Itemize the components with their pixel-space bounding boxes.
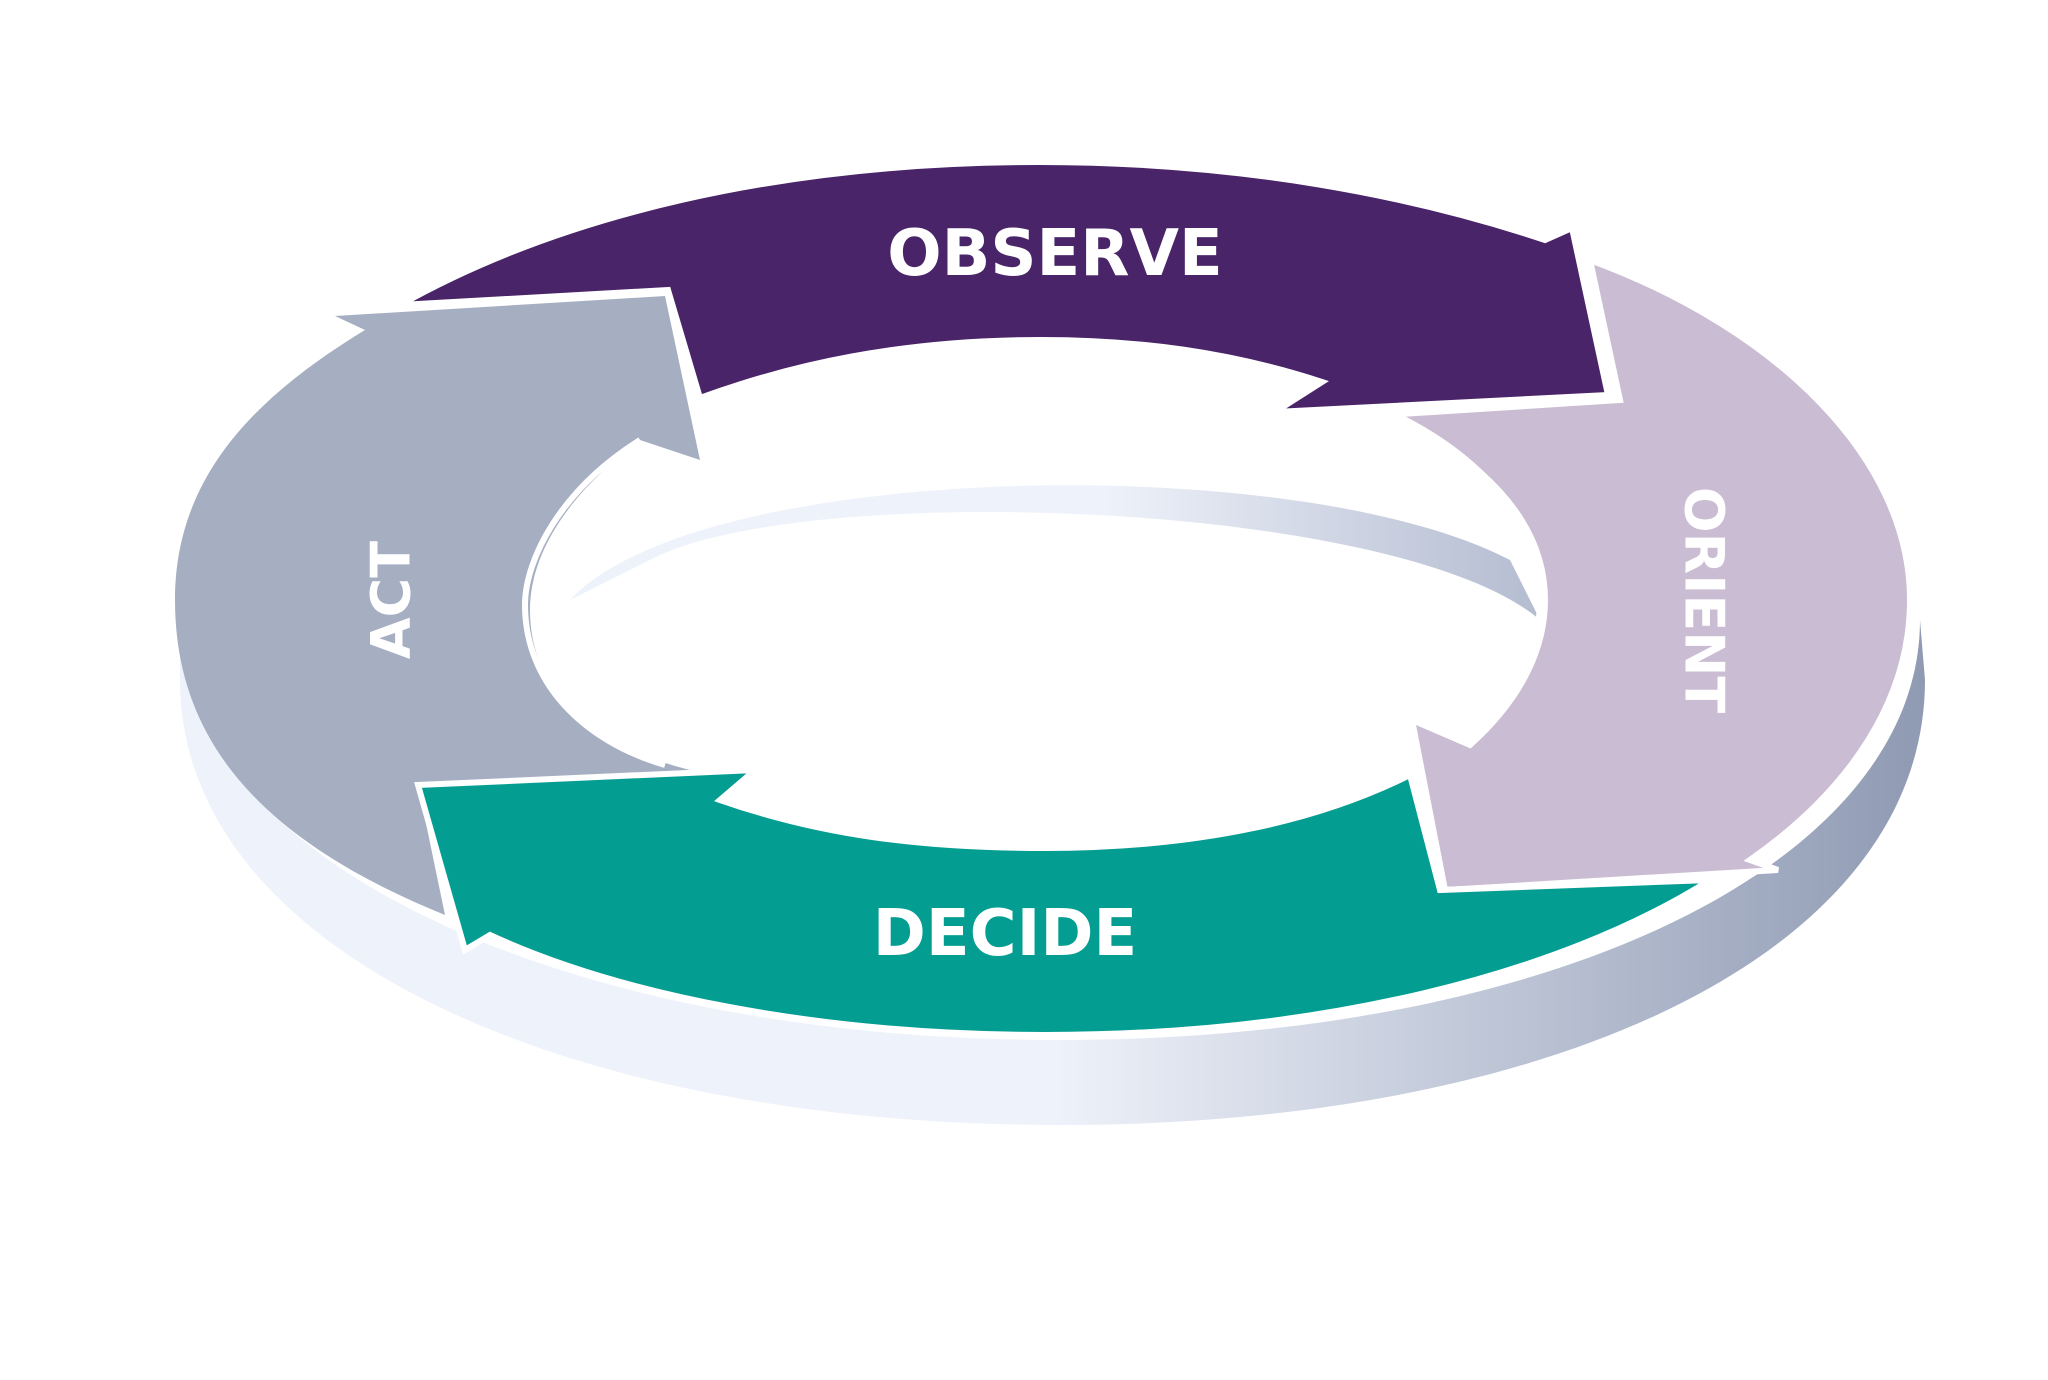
stage-label-act: ACT xyxy=(360,541,423,659)
ring-depth xyxy=(180,485,1925,1125)
stage-act: ACT xyxy=(175,296,700,915)
stage-label-decide: DECIDE xyxy=(873,897,1137,971)
stage-decide: DECIDE xyxy=(414,757,1721,1039)
stage-label-orient: ORIENT xyxy=(1672,487,1735,714)
stage-orient: ORIENT xyxy=(1383,255,1914,894)
stage-observe: OBSERVE xyxy=(398,158,1612,423)
stage-label-observe: OBSERVE xyxy=(887,217,1223,291)
